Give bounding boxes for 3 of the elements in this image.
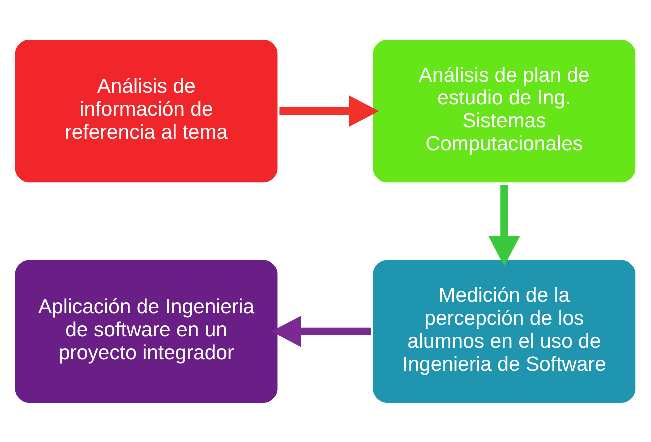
arrow: [488, 184, 520, 266]
arrow: [280, 95, 380, 126]
arrow: [271, 316, 371, 347]
